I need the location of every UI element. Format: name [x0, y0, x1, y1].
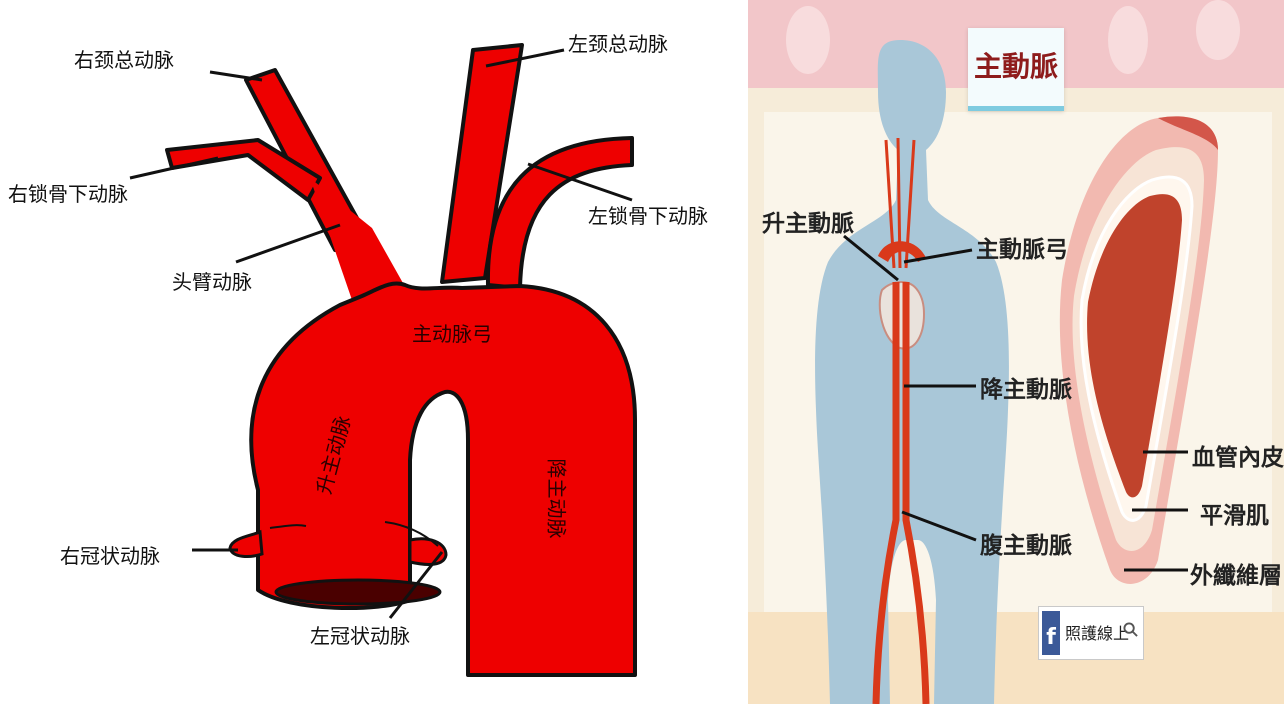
panel-title: 主動脈 — [973, 50, 1058, 83]
right-coronary-artery — [228, 529, 264, 558]
leader-line — [388, 551, 444, 619]
aortic-root-opening — [274, 578, 442, 606]
leader-line — [901, 510, 977, 542]
label-ascending-aorta-tc: 升主動脈 — [762, 211, 854, 237]
label-smooth-muscle: 平滑肌 — [1200, 503, 1269, 529]
vessel-cross-section — [1059, 116, 1218, 584]
label-adventitia: 外纖維層 — [1190, 563, 1282, 589]
aortic-arch-shape — [878, 241, 926, 262]
decor-bubble — [1196, 0, 1240, 60]
left-common-carotid-artery — [440, 43, 524, 284]
label-left-subclavian: 左锁骨下动脉 — [588, 204, 708, 228]
label-right-subclavian: 右锁骨下动脉 — [8, 182, 128, 206]
left-subclavian-artery — [485, 136, 634, 290]
leader-line — [843, 234, 899, 282]
leader-line — [485, 48, 565, 68]
brand-label: 照護線上 — [1065, 624, 1130, 643]
fold-line — [269, 524, 307, 529]
leader-line — [129, 156, 219, 180]
vessel-top-cut — [1158, 116, 1218, 150]
leader-line — [903, 248, 973, 264]
label-intima: 血管內皮 — [1192, 445, 1284, 471]
label-aortic-arch: 主动脉弓 — [412, 322, 492, 346]
label-left-common-carotid: 左颈总动脉 — [568, 32, 668, 56]
title-box: 主動脈 — [968, 28, 1064, 111]
label-aortic-arch-tc: 主動脈弓 — [976, 237, 1068, 263]
facebook-icon: f — [1042, 611, 1060, 655]
aorta-diagram — [129, 43, 637, 677]
aorta-trunk — [872, 282, 930, 704]
illustration-panel — [748, 0, 1284, 704]
label-right-common-carotid: 右颈总动脉 — [74, 48, 174, 72]
brand-badge[interactable]: f 照護線上 — [1038, 606, 1144, 660]
label-left-coronary: 左冠状动脉 — [310, 624, 410, 648]
label-brachiocephalic: 头臂动脉 — [172, 270, 252, 294]
brachiocephalic-artery — [310, 178, 408, 300]
vessel-lumen — [1087, 194, 1182, 498]
aorta-body — [249, 281, 637, 677]
leader-line — [235, 223, 341, 264]
label-right-coronary: 右冠状动脉 — [60, 544, 160, 568]
leader-line — [527, 162, 633, 202]
label-abdominal-aorta-tc: 腹主動脈 — [980, 533, 1072, 559]
search-icon — [1123, 622, 1138, 637]
decor-bubble — [1108, 6, 1148, 74]
decor-bubble — [786, 6, 830, 74]
leader-line — [209, 70, 263, 82]
label-descending-aorta: 降主动脉 — [544, 458, 569, 539]
label-descending-aorta-tc: 降主動脈 — [980, 377, 1072, 403]
fold-line — [384, 521, 439, 547]
human-silhouette — [815, 40, 1009, 704]
